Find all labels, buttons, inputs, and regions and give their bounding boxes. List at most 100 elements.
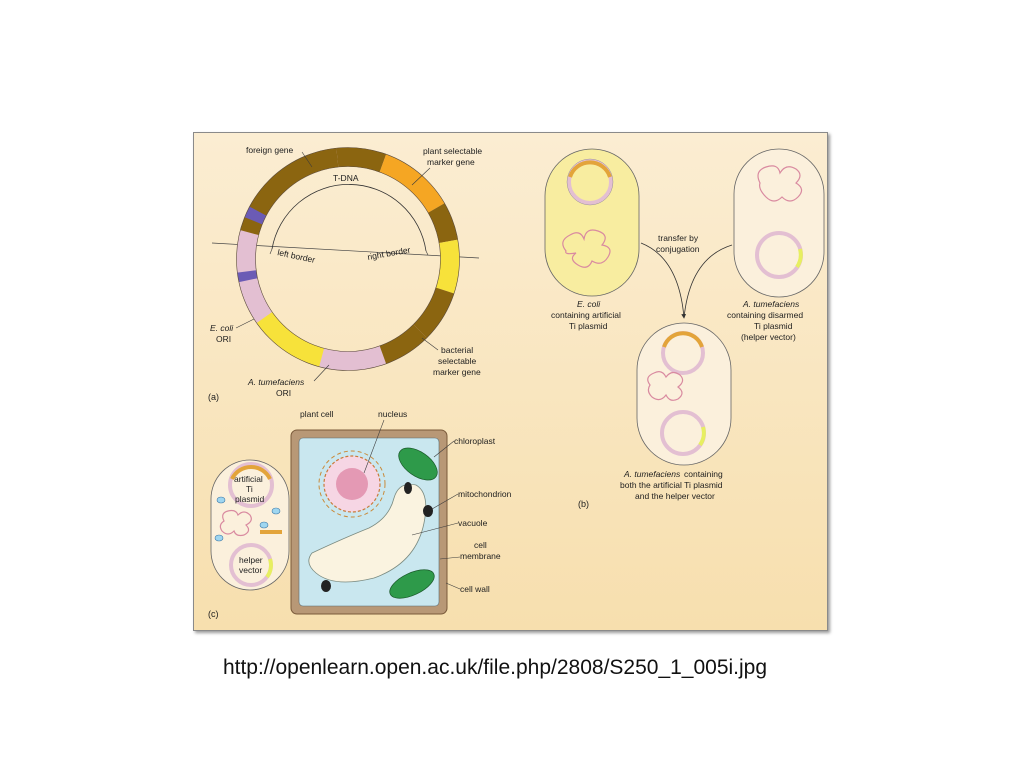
result-caption-1a: A. tumefaciens [623, 469, 681, 479]
plant-marker-label-2: marker gene [427, 157, 475, 167]
left-border-label: left border [277, 247, 317, 265]
right-border-label: right border [367, 245, 412, 262]
panel-b: transfer by conjugation E. coli containi… [544, 148, 825, 509]
plant-cell-label: plant cell [300, 409, 334, 419]
artificial-label-2: Ti [246, 484, 253, 494]
bact-marker-label-2: selectable [438, 356, 477, 366]
chloroplast-leader [433, 440, 455, 458]
transfer-label-1: transfer by [658, 233, 699, 243]
bacterium-chromosome [219, 509, 252, 537]
panel-c-label: (c) [208, 609, 219, 619]
tdna-transfer-strand [260, 530, 282, 534]
ti-plasmid-diagram: foreign gene T-DNA plant selectable mark… [208, 145, 825, 619]
tdna-tick-right [425, 250, 429, 256]
ecoli-cell [544, 148, 640, 297]
ring-segment-foreign-gene [379, 154, 445, 214]
atum-ori-leader [313, 364, 330, 382]
atum-helper-insert [795, 248, 803, 269]
helper-label-1: helper [239, 555, 263, 565]
source-url: http://openlearn.open.ac.uk/file.php/280… [222, 656, 768, 679]
bacterium-helper-insert [265, 558, 273, 579]
bact-marker-label-1: bacterial [441, 345, 473, 355]
ring-segment-dark-1 [336, 147, 387, 173]
chloroplast-top [398, 447, 438, 481]
mitochondrion-3 [321, 580, 331, 592]
tdna-tick-left [269, 248, 273, 255]
foreign-gene-label: foreign gene [246, 145, 294, 155]
panel-a-label: (a) [208, 392, 219, 402]
bact-marker-label-3: marker gene [433, 367, 481, 377]
result-caption-2: both the artificial Ti plasmid [620, 480, 723, 490]
bacterium-vesicles [214, 496, 281, 542]
ring-inner-outline [255, 166, 441, 352]
artificial-label-1: artificial [234, 474, 263, 484]
cell-wall-label: cell wall [460, 584, 490, 594]
ecoli-ori-label-2: ORI [216, 334, 231, 344]
ring-segment-ecoli-ori [244, 206, 267, 225]
ecoli-ori-leader [235, 318, 255, 329]
bacterium-artificial-plasmid [228, 462, 274, 508]
transfer-label-2: conjugation [656, 244, 700, 254]
vacuole [308, 483, 427, 583]
figure-panel: foreign gene T-DNA plant selectable mark… [193, 132, 828, 631]
chloroplast-bottom [389, 569, 435, 599]
atum-caption-1: A. tumefaciens [742, 299, 800, 309]
ring-segment-atum-ori [237, 270, 258, 283]
tdna-label: T-DNA [333, 173, 359, 183]
tdna-arc [271, 184, 427, 252]
cell-wall-leader [445, 582, 461, 590]
atum-caption-4: (helper vector) [741, 332, 796, 342]
ecoli-caption-2: containing artificial [551, 310, 621, 320]
result-chromosome [647, 371, 684, 401]
vacuole-label: vacuole [458, 518, 488, 528]
atum-caption-3: Ti plasmid [754, 321, 793, 331]
ring-segments [237, 147, 460, 367]
panel-a: foreign gene T-DNA plant selectable mark… [208, 145, 482, 402]
ring-segment-dark-4 [379, 324, 427, 364]
result-caption-3: and the helper vector [635, 491, 715, 501]
atum-caption-2: containing disarmed [727, 310, 803, 320]
ecoli-chromosome [562, 229, 611, 268]
cell-membrane-leader [439, 556, 461, 560]
ring-segment-dark-2 [427, 203, 458, 244]
mitochondrion-2 [423, 505, 433, 517]
ring-segment-dark-3 [413, 287, 455, 338]
vacuole-leader [411, 522, 459, 536]
ecoli-ori-label-1: E. coli [210, 323, 234, 333]
helper-label-2: vector [239, 565, 262, 575]
result-artificial-insert [662, 331, 704, 348]
atum-ori-label-2: ORI [276, 388, 291, 398]
nuclear-envelope [318, 450, 386, 518]
transfer-arrow-left [640, 242, 687, 319]
foreign-gene-leader [301, 151, 313, 168]
chloroplast-label: chloroplast [454, 436, 496, 446]
bact-marker-leader [421, 337, 439, 351]
plant-marker-label-1: plant selectable [423, 146, 482, 156]
ecoli-plasmid-insert [568, 160, 612, 178]
atum-result-cell [636, 322, 732, 466]
mitochondrion-leader [431, 493, 459, 510]
atum-chromosome [757, 165, 803, 202]
ecoli-caption-3: Ti plasmid [569, 321, 608, 331]
bacterium-artificial-insert [230, 465, 272, 480]
ring-segment-bacterial-marker [256, 311, 325, 367]
cell-membrane-label-1: cell [474, 540, 487, 550]
result-caption-1b: containing [684, 469, 723, 479]
result-helper-insert [698, 426, 706, 447]
nucleus-leader [363, 419, 385, 474]
ecoli-plasmid-outline [566, 158, 614, 206]
transfer-arrow-right [683, 244, 733, 319]
mitochondrion-label: mitochondrion [458, 489, 512, 499]
ring-outer-outline [236, 147, 460, 371]
cell-membrane-label-2: membrane [460, 551, 501, 561]
panel-c: artificial Ti plasmid helper vector plan… [208, 409, 512, 619]
nucleolus-region [336, 468, 368, 500]
artificial-label-3: plasmid [235, 494, 265, 504]
atum-ori-label-1: A. tumefaciens [247, 377, 305, 387]
nucleus-label: nucleus [378, 409, 407, 419]
panel-b-label: (b) [578, 499, 589, 509]
ecoli-caption-1: E. coli [577, 299, 601, 309]
mitochondrion-1 [404, 482, 412, 494]
plant-marker-leader [411, 167, 431, 186]
ring-segment-plant-marker [435, 239, 460, 294]
